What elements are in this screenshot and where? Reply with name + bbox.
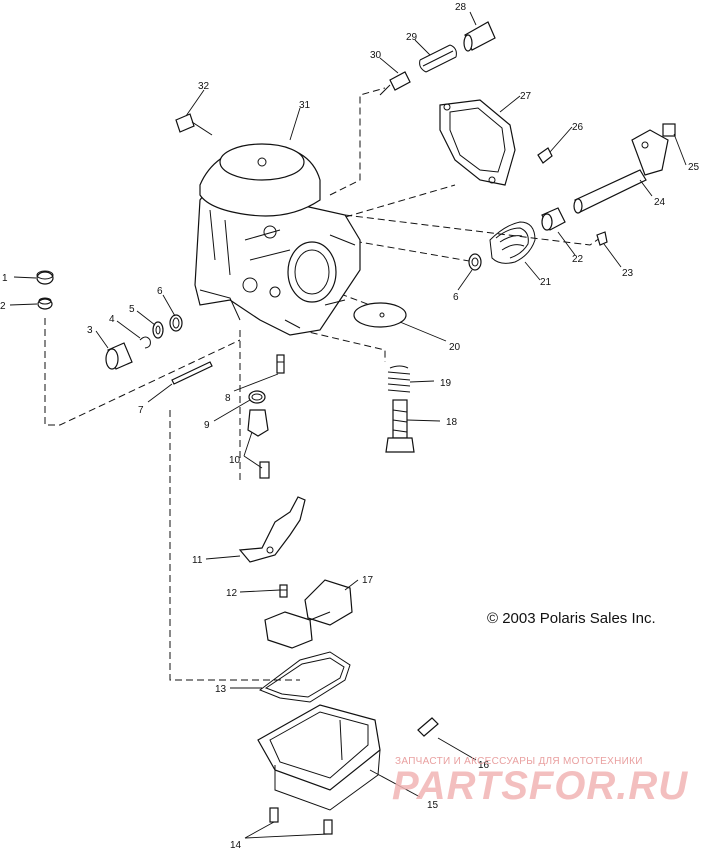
callout-3: 3 (87, 325, 93, 336)
part-19-spring (387, 365, 411, 393)
part-22-bushing (541, 207, 566, 231)
part-23-screw (596, 231, 608, 246)
watermark-brand: PARTSFOR.RU (392, 764, 689, 808)
part-8-jet (276, 354, 285, 374)
callout-1: 1 (2, 273, 8, 284)
watermark-tagline: ЗАПЧАСТИ И АКСЕССУАРЫ ДЛЯ МОТОТЕХНИКИ (395, 756, 643, 767)
callout-17: 17 (362, 575, 374, 586)
part-12-screw (279, 584, 288, 598)
callout-21: 21 (540, 277, 552, 288)
callout-25: 25 (688, 162, 700, 173)
part-16-drain-screw (417, 717, 439, 737)
callout-2: 2 (0, 301, 6, 312)
callout-13: 13 (215, 684, 227, 695)
callout-23: 23 (622, 268, 634, 279)
callout-4: 4 (109, 314, 115, 325)
callout-12: 12 (226, 588, 238, 599)
callout-19: 19 (440, 378, 452, 389)
part-21-spring (489, 221, 536, 264)
callout-16: 16 (478, 760, 490, 771)
part-4-clip (139, 336, 151, 349)
part-9-oring (248, 390, 266, 404)
part-17-float (264, 579, 353, 649)
part-26-screw (537, 147, 553, 164)
callout-9: 9 (204, 420, 210, 431)
part-10-needle-jet (247, 409, 270, 479)
part-15-float-bowl (257, 704, 381, 811)
part-27-cover (439, 99, 516, 186)
callout-18: 18 (446, 417, 458, 428)
callout-14: 14 (230, 840, 242, 850)
copyright-notice: © 2003 Polaris Sales Inc. (487, 610, 656, 627)
part-7-pin (171, 361, 213, 385)
callout-8: 8 (225, 393, 231, 404)
part-24-shaft (573, 169, 647, 214)
part-3-piston (105, 342, 133, 370)
part-5-washer (152, 321, 164, 339)
leader-lines (9, 11, 687, 839)
part-32-screw (175, 113, 213, 136)
part-14-screws (269, 807, 333, 835)
part-29-spring (419, 44, 457, 73)
callout-7: 7 (138, 405, 144, 416)
callout-6-right: 6 (453, 292, 459, 303)
callout-5: 5 (129, 304, 135, 315)
callout-28: 28 (455, 2, 467, 13)
callout-20: 20 (449, 342, 461, 353)
callout-22: 22 (572, 254, 584, 265)
callout-10: 10 (229, 455, 241, 466)
part-6-oring-left (169, 314, 183, 332)
callout-24: 24 (654, 197, 666, 208)
part-25-lever (631, 123, 676, 176)
callout-15: 15 (427, 800, 439, 811)
part-13-gasket (258, 651, 351, 703)
part-11-bracket (238, 496, 306, 563)
callout-32: 32 (198, 81, 210, 92)
part-6-oring-right (468, 253, 482, 271)
callout-11: 11 (192, 555, 203, 566)
carburetor-body (194, 143, 361, 336)
callout-31: 31 (299, 100, 311, 111)
callout-26: 26 (572, 122, 584, 133)
part-2-cap (37, 297, 53, 310)
part-18-screw (385, 399, 415, 453)
callout-29: 29 (406, 32, 418, 43)
callout-30: 30 (370, 50, 382, 61)
part-30-plunger (379, 71, 411, 96)
callout-6-left: 6 (157, 286, 163, 297)
part-28-cap (463, 21, 496, 52)
callout-27: 27 (520, 91, 532, 102)
part-20-throttle-plate (353, 302, 407, 328)
part-1-cap (36, 270, 54, 285)
